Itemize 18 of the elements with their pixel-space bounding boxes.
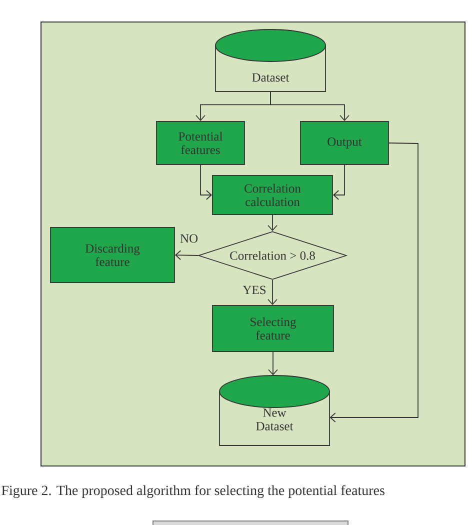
arrow — [330, 142, 418, 422]
arrow — [268, 280, 278, 306]
process-box: Output — [300, 121, 389, 165]
edge-label: YES — [242, 286, 266, 294]
process-box: Potential features — [156, 121, 245, 165]
arrow — [332, 164, 345, 200]
figure-caption: Figure 2. The proposed algorithm for selecting the potential features — [2, 485, 384, 498]
database-cylinder: Dataset — [215, 29, 326, 92]
arrow — [268, 352, 278, 376]
edge-label: NO — [180, 234, 198, 243]
process-box: Correlation calculation — [212, 175, 333, 215]
process-box: Selecting feature — [212, 305, 334, 352]
process-box: Discarding feature — [50, 227, 175, 283]
arrow — [270, 91, 350, 122]
arrow — [268, 214, 278, 232]
arrow — [200, 164, 212, 200]
arrow — [174, 250, 198, 260]
database-cylinder: New Dataset — [219, 375, 330, 446]
